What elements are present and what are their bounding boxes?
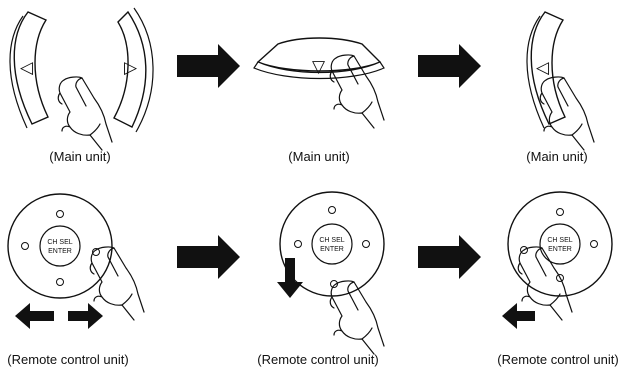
caption-remote-unit-1: (Remote control unit) bbox=[7, 352, 129, 367]
remote-up-dot bbox=[56, 210, 64, 218]
left-curved-button: ◁ bbox=[9, 11, 49, 129]
remote-dial-center bbox=[311, 223, 353, 265]
remote-right-dot bbox=[590, 240, 598, 248]
left-arrow-icon: ◁ bbox=[536, 58, 550, 77]
caption-remote-unit-2: (Remote control unit) bbox=[257, 352, 379, 367]
pointing-hand-icon bbox=[57, 76, 113, 151]
caption-remote-unit-3: (Remote control unit) bbox=[497, 352, 619, 367]
remote-left-dot bbox=[21, 242, 29, 250]
left-direction-arrow bbox=[502, 303, 535, 329]
right-direction-arrow bbox=[68, 303, 103, 329]
down-direction-arrow bbox=[277, 258, 303, 298]
remote-panel-2: CH SEL ENTER bbox=[277, 191, 385, 355]
remote-dial-center bbox=[39, 225, 81, 267]
remote-right-dot bbox=[362, 240, 370, 248]
remote-left-dot bbox=[294, 240, 302, 248]
remote-panel-1: CH SEL ENTER bbox=[7, 193, 145, 329]
remote-down-dot bbox=[330, 280, 338, 288]
right-curved-button: ▷ bbox=[113, 7, 154, 133]
main-unit-panel-2: ▽ bbox=[253, 37, 385, 129]
remote-center-label-line2: ENTER bbox=[320, 246, 344, 253]
remote-center-label-line1: CH SEL bbox=[47, 239, 72, 246]
top-curved-button: ▽ bbox=[253, 37, 385, 80]
down-arrow-icon: ▽ bbox=[312, 57, 326, 76]
left-arrow-icon: ◁ bbox=[20, 58, 34, 77]
flow-arrow-right-3 bbox=[177, 235, 240, 279]
caption-main-unit-2: (Main unit) bbox=[288, 149, 350, 164]
flow-arrow-right-2 bbox=[418, 44, 481, 88]
main-unit-panel-1: ◁ ▷ bbox=[9, 7, 154, 151]
remote-center-label-line2: ENTER bbox=[48, 248, 72, 255]
remote-dial-center bbox=[539, 223, 581, 265]
remote-panel-3: CH SEL ENTER bbox=[502, 191, 613, 329]
remote-up-dot bbox=[556, 208, 564, 216]
right-arrow-icon: ▷ bbox=[124, 58, 138, 77]
left-direction-arrow bbox=[15, 303, 54, 329]
flow-arrow-right-1 bbox=[177, 44, 240, 88]
remote-center-label-line1: CH SEL bbox=[319, 237, 344, 244]
remote-up-dot bbox=[328, 206, 336, 214]
caption-main-unit-3: (Main unit) bbox=[526, 149, 588, 164]
remote-right-dot bbox=[92, 248, 100, 256]
caption-main-unit-1: (Main unit) bbox=[49, 149, 111, 164]
remote-down-dot bbox=[56, 278, 64, 286]
flow-arrow-right-4 bbox=[418, 235, 481, 279]
left-curved-button: ◁ bbox=[526, 11, 566, 129]
main-unit-panel-3: ◁ bbox=[526, 11, 595, 151]
remote-center-label-line2: ENTER bbox=[548, 246, 572, 253]
remote-center-label-line1: CH SEL bbox=[547, 237, 572, 244]
